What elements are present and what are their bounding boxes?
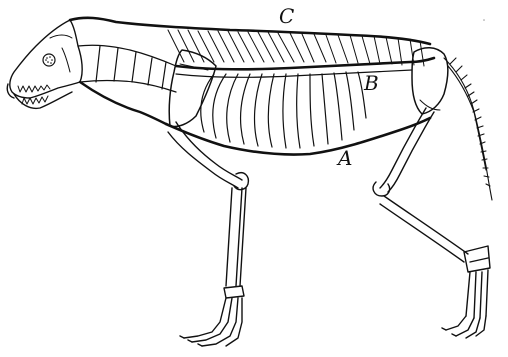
eye-stipple xyxy=(45,56,53,64)
neck-vertebrae xyxy=(78,45,176,92)
label-c: C xyxy=(279,6,294,26)
upper-teeth xyxy=(18,85,50,92)
ribs xyxy=(201,72,366,148)
skull xyxy=(7,20,82,108)
label-a: A xyxy=(338,148,352,168)
ventral-neck-line xyxy=(80,82,166,124)
dorsal-spines xyxy=(168,30,424,66)
line-c xyxy=(70,18,430,44)
fore-limb xyxy=(168,122,248,346)
tail xyxy=(444,58,492,200)
scapula xyxy=(169,50,216,127)
hind-limb xyxy=(373,108,490,338)
eye-socket xyxy=(43,54,55,66)
label-b: B xyxy=(364,73,379,93)
ink-speck xyxy=(483,19,485,21)
line-b xyxy=(176,58,434,69)
pelvis xyxy=(412,48,448,114)
